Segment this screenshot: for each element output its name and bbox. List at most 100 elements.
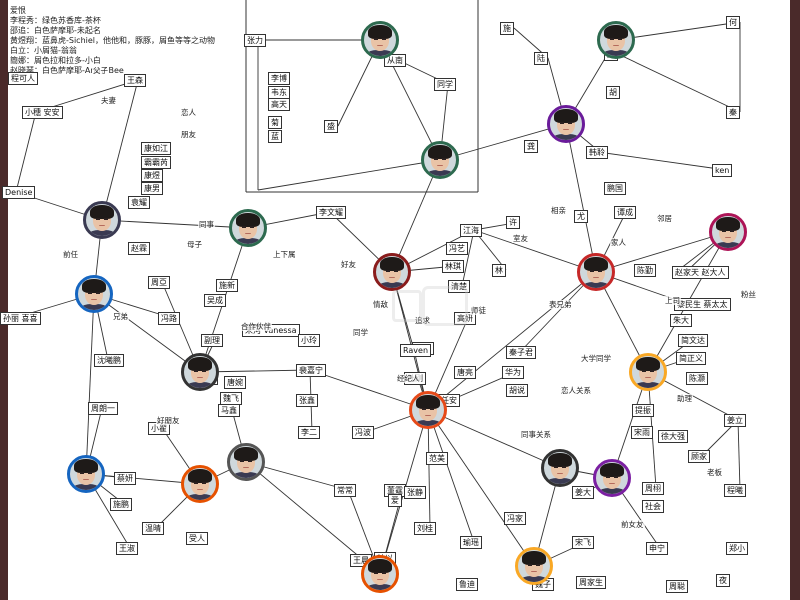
person-node-jiang2[interactable]: 姜大 xyxy=(572,486,594,499)
person-node-ju[interactable]: 菊 xyxy=(268,116,282,129)
character-portrait[interactable] xyxy=(421,141,459,179)
character-portrait[interactable] xyxy=(373,253,411,291)
person-node-fu[interactable]: 副理 xyxy=(201,334,223,347)
person-node-sheng[interactable]: 盛 xyxy=(324,120,338,133)
person-node-zheng[interactable]: 郑小 xyxy=(726,542,748,555)
character-portrait[interactable] xyxy=(541,449,579,487)
person-node-gao[interactable]: 高天 xyxy=(268,98,290,111)
character-portrait[interactable] xyxy=(629,353,667,391)
character-portrait[interactable] xyxy=(515,547,553,585)
person-node-zhao[interactable]: 赵霖 xyxy=(128,242,150,255)
person-node-kang3[interactable]: 康男 xyxy=(141,182,163,195)
person-node-li-wen[interactable]: 李文耀 xyxy=(316,206,346,219)
person-node-she[interactable]: 胡说 xyxy=(506,384,528,397)
person-node-kang[interactable]: 康如江 xyxy=(141,142,171,155)
person-node-shou-ren[interactable]: 受人 xyxy=(186,532,208,545)
person-node-peng[interactable]: 鹏国 xyxy=(604,182,626,195)
person-node-ping[interactable]: 沈曦鹏 xyxy=(94,354,124,367)
character-portrait[interactable] xyxy=(75,275,113,313)
person-node-tang2[interactable]: 唐亮 xyxy=(454,366,476,379)
person-node-王森[interactable]: 王森 xyxy=(124,74,146,87)
character-portrait[interactable] xyxy=(577,253,615,291)
person-node-lin-z[interactable]: 朱大 xyxy=(670,314,692,327)
person-node-zhang2[interactable]: 张力 xyxy=(244,34,266,47)
person-node-zhou3[interactable]: 周家生 xyxy=(576,576,606,589)
person-node-hua[interactable]: 华为 xyxy=(502,366,524,379)
person-node-song2[interactable]: 宋飞 xyxy=(572,536,594,549)
person-node-lu2[interactable]: 陆 xyxy=(534,52,548,65)
person-node-jiao[interactable]: 黎民生 蔡太太 xyxy=(674,298,731,311)
person-node-yu2[interactable]: 瑜瑶 xyxy=(460,536,482,549)
person-node-tang[interactable]: 唐婉 xyxy=(224,376,246,389)
character-portrait[interactable] xyxy=(227,443,265,481)
person-node-he2[interactable]: 何 xyxy=(726,16,740,29)
character-portrait[interactable] xyxy=(83,201,121,239)
person-node-xiaoling[interactable]: 小玲 xyxy=(298,334,320,347)
person-node-hu[interactable]: 胡 xyxy=(606,86,620,99)
person-node-shi-p[interactable]: 施鹏 xyxy=(110,498,132,511)
character-portrait[interactable] xyxy=(229,209,267,247)
person-node-li-b[interactable]: 李博 xyxy=(268,72,290,85)
person-node-ai[interactable]: 爱 xyxy=(388,494,402,507)
person-node-wu[interactable]: 吴成 xyxy=(204,294,226,307)
person-node-tu[interactable]: 提振 xyxy=(632,404,654,417)
person-node-lan[interactable]: 蓝 xyxy=(268,130,282,143)
person-node-xia[interactable]: 裴嘉宁 xyxy=(296,364,326,377)
person-node-you[interactable]: 尤 xyxy=(574,210,588,223)
person-node-zhou[interactable]: 周亞 xyxy=(148,276,170,289)
person-node-ken[interactable]: ken xyxy=(712,164,733,177)
person-node-liu[interactable]: 刘桂 xyxy=(414,522,436,535)
person-node-zhang-y[interactable]: 张鑫 xyxy=(296,394,318,407)
person-node-jiang[interactable]: 江海 xyxy=(460,224,482,237)
person-node-shi-xin[interactable]: 施新 xyxy=(216,279,238,292)
person-node-wang2[interactable]: 王淑 xyxy=(116,542,138,555)
person-node-cong[interactable]: 从南 xyxy=(384,54,406,67)
character-portrait[interactable] xyxy=(361,21,399,59)
character-portrait[interactable] xyxy=(67,455,105,493)
person-node-chang[interactable]: 常常 xyxy=(334,484,356,497)
person-node-ye[interactable]: 夜 xyxy=(716,574,730,587)
character-portrait[interactable] xyxy=(181,353,219,391)
person-node-hong[interactable]: 冯波 xyxy=(352,426,374,439)
person-node-zhou-d[interactable]: 周聪 xyxy=(666,580,688,593)
person-node-kang2[interactable]: 康煜 xyxy=(141,169,163,182)
person-node-tan[interactable]: 谭成 xyxy=(614,206,636,219)
person-node-she2[interactable]: 社会 xyxy=(642,500,664,513)
person-node-zhou-l[interactable]: 周栩 xyxy=(642,482,664,495)
person-node-denise[interactable]: Denise xyxy=(2,186,36,199)
character-portrait[interactable] xyxy=(361,555,399,593)
person-node-sun[interactable]: 孙丽 喜喜 xyxy=(0,312,41,325)
person-node-zhang[interactable]: 张静 xyxy=(404,486,426,499)
person-node-li-er[interactable]: 李二 xyxy=(298,426,320,439)
person-node-feng-y[interactable]: 冯艺 xyxy=(446,242,468,255)
person-node-xu[interactable]: 程曦 xyxy=(724,484,746,497)
character-portrait[interactable] xyxy=(709,213,747,251)
person-node-fan[interactable]: 范美 xyxy=(426,452,448,465)
person-node-lin-qi[interactable]: 韩聆 xyxy=(586,146,608,159)
character-portrait[interactable] xyxy=(181,465,219,503)
person-node-chang2[interactable]: 陈勤 xyxy=(634,264,656,277)
person-node-gong[interactable]: 龚 xyxy=(524,140,538,153)
person-node-gu[interactable]: 顾家 xyxy=(688,450,710,463)
person-node-xiao-mei[interactable]: 小穗 安安 xyxy=(22,106,63,119)
person-node-lin-ge[interactable]: 蔡妍 xyxy=(114,472,136,485)
person-node-yuan2[interactable]: 徐大强 xyxy=(658,430,688,443)
person-node-jian2[interactable]: 简正义 xyxy=(676,352,706,365)
person-node-xu2[interactable]: 许 xyxy=(506,216,520,229)
character-portrait[interactable] xyxy=(547,105,585,143)
person-node-wen[interactable]: 温晴 xyxy=(142,522,164,535)
person-node-qi[interactable]: 秦子君 xyxy=(506,346,536,359)
person-node-ma[interactable]: 马鑫 xyxy=(218,404,240,417)
person-node-lin-j[interactable]: 林琪 xyxy=(442,260,464,273)
person-node-shi-ren[interactable]: 程可人 xyxy=(8,72,38,85)
person-node-feng[interactable]: 冯路 xyxy=(158,312,180,325)
person-node-raven[interactable]: Raven xyxy=(400,344,432,357)
person-node-feng2[interactable]: 冯家 xyxy=(504,512,526,525)
person-node-jiang-f[interactable]: 姜立 xyxy=(724,414,746,427)
character-portrait[interactable] xyxy=(597,21,635,59)
person-node-zhou2[interactable]: 周朗一 xyxy=(88,402,118,415)
person-node-lu[interactable]: 鲁迪 xyxy=(456,578,478,591)
person-node-lin[interactable]: 林 xyxy=(492,264,506,277)
person-node-tiao[interactable]: 宋雨 xyxy=(631,426,653,439)
character-portrait[interactable] xyxy=(593,459,631,497)
